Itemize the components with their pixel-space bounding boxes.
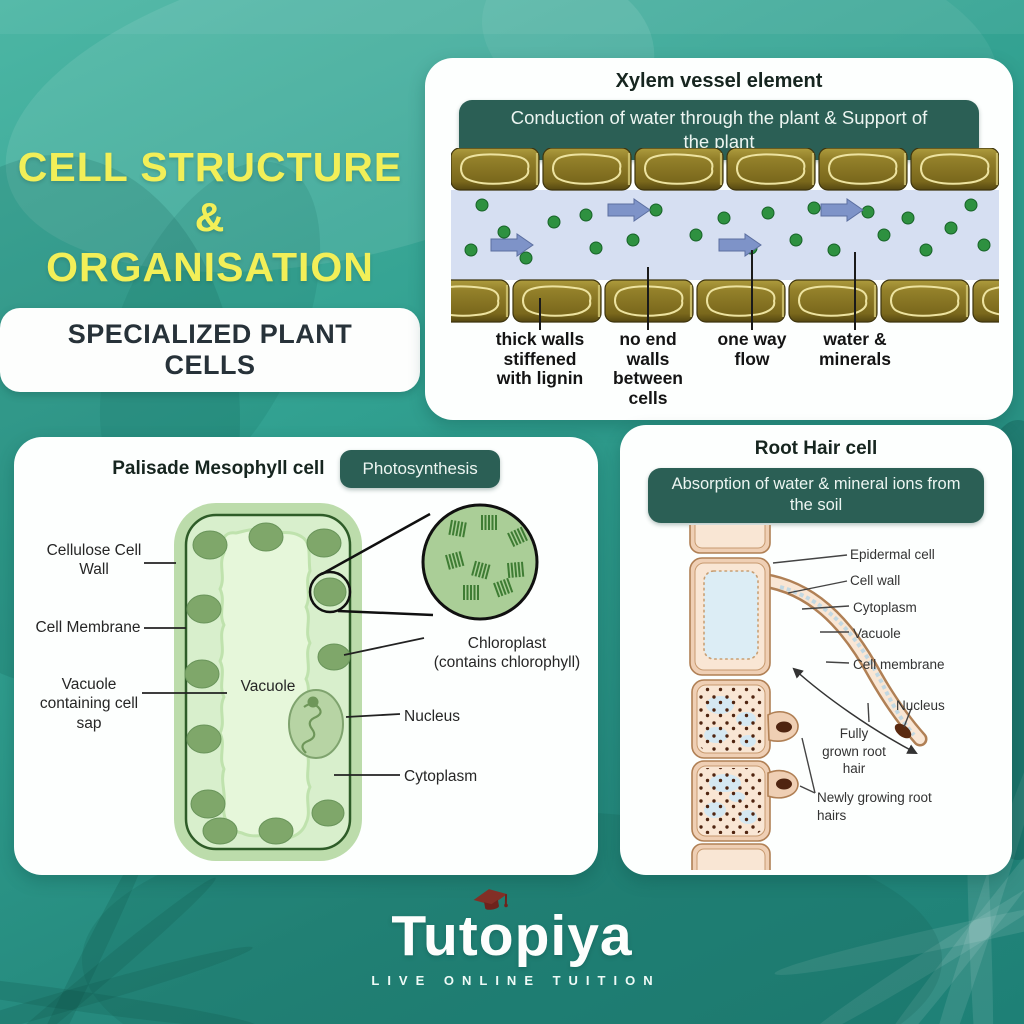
palisade-card-title: Palisade Mesophyll cell: [112, 458, 325, 479]
absorption-arrow: [792, 667, 918, 754]
xylem-diagram: [451, 148, 999, 330]
epidermal-cell-top: [689, 525, 771, 554]
xylem-function-text: Conduction of water through the plant & …: [510, 107, 928, 153]
xylem-card: Xylem vessel element Conduction of water…: [425, 58, 1013, 420]
palisade-card: Palisade Mesophyll cell Photosynthesis: [14, 437, 598, 875]
root-annotation-epidermal-cell: Epidermal cell: [850, 547, 935, 562]
epidermal-cell-bottom: [691, 843, 771, 870]
root-annotation-cytoplasm: Cytoplasm: [853, 600, 917, 615]
palisade-vacuole-inner-label: Vacuole: [240, 678, 296, 695]
brand-wordmark: Tutopiya: [391, 889, 633, 969]
xylem-wall-top: [451, 148, 999, 192]
epidermal-cell-growing-1: [691, 679, 799, 759]
header-block: CELL STRUCTURE & ORGANISATION SPECIALIZE…: [0, 142, 420, 393]
palisade-annotation-nucleus: Nucleus: [404, 708, 460, 725]
epidermal-cell-growing-2: [691, 760, 799, 842]
brand-tagline: LIVE ONLINE TUITION: [371, 973, 661, 988]
brand-text: Tutopiya: [391, 904, 633, 968]
chloroplasts: [184, 522, 351, 845]
chloroplast-label-line1: Chloroplast: [467, 635, 547, 652]
xylem-pointer-lines: [539, 250, 856, 330]
palisade-annotation-cell-wall: Cellulose Cell Wall: [46, 542, 142, 579]
root-annotation-newly-growing: Newly growing root hairs: [817, 790, 932, 823]
xylem-wall-bottom: [451, 278, 999, 324]
page-title-line2: ORGANISATION: [46, 244, 374, 291]
nucleus-shape: [288, 689, 344, 759]
palisade-diagram: [142, 503, 539, 861]
chloroplast-label-line2: (contains chlorophyll): [433, 654, 581, 672]
chloroplast-zoom-circle: [421, 503, 539, 621]
root-annotation-nucleus: Nucleus: [896, 698, 945, 713]
root-annotation-cell-wall: Cell wall: [850, 573, 901, 588]
root-hair-function-badge: Absorption of water & mineral ions from …: [648, 468, 984, 523]
palisade-annotation-chloroplast: Chloroplast (contains chlorophyll): [416, 634, 598, 673]
xylem-annotation-water-minerals: water & minerals: [819, 329, 891, 369]
root-hair-card: Root Hair cell Absorption of water & min…: [620, 425, 1012, 875]
palisade-annotation-vacuole: Vacuole containing cell sap: [39, 676, 139, 732]
root-hair-function-text: Absorption of water & mineral ions from …: [671, 475, 961, 515]
footer-logo: Tutopiya LIVE ONLINE TUITION: [0, 889, 1024, 988]
xylem-annotation-thick-walls: thick walls stiffened with lignin: [495, 329, 585, 389]
root-annotation-cell-membrane: Cell membrane: [853, 657, 945, 672]
xylem-card-title: Xylem vessel element: [615, 70, 823, 92]
root-leader-lines: [772, 554, 912, 794]
zoom-source-circle: [308, 570, 352, 614]
xylem-annotation-no-end-walls: no end walls between cells: [612, 329, 684, 408]
epidermal-cell-main: [689, 557, 771, 676]
root-hair-card-title: Root Hair cell: [754, 438, 878, 459]
root-hair-diagram: [689, 525, 928, 870]
water-channel: [451, 190, 999, 280]
graduation-cap-icon: [473, 889, 509, 910]
palisade-function-badge: Photosynthesis: [340, 450, 500, 488]
page-title-line1: CELL STRUCTURE &: [17, 144, 403, 241]
xylem-annotation-one-way-flow: one way flow: [717, 329, 787, 369]
palisade-annotation-cytoplasm: Cytoplasm: [404, 768, 478, 785]
vacuole-shape: [218, 527, 312, 840]
root-annotation-vacuole: Vacuole: [853, 626, 901, 641]
palisade-leader-lines: [142, 562, 425, 776]
root-annotation-fully-grown: Fully grown root hair: [822, 726, 886, 777]
subtitle-pill: SPECIALIZED PLANT CELLS: [0, 308, 420, 393]
palisade-annotation-cell-membrane: Cell Membrane: [35, 619, 141, 636]
palisade-header: Palisade Mesophyll cell Photosynthesis: [14, 437, 598, 488]
